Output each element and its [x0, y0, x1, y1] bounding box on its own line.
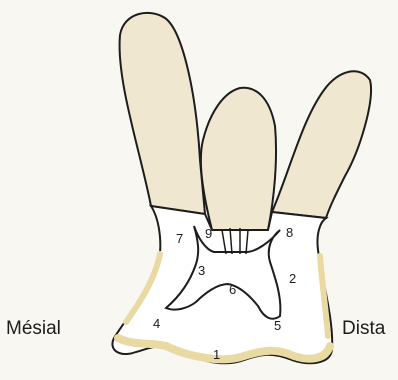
- number-7: 7: [176, 231, 183, 246]
- palatal-root: [201, 88, 276, 230]
- distobuccal-root: [272, 71, 371, 218]
- number-5: 5: [274, 318, 281, 333]
- number-2: 2: [289, 271, 296, 286]
- number-1: 1: [213, 347, 220, 362]
- number-8: 8: [286, 225, 293, 240]
- distal-label: Dista: [342, 318, 385, 340]
- number-4: 4: [153, 316, 160, 331]
- mesial-label: Mésial: [6, 318, 61, 340]
- number-3: 3: [198, 263, 205, 278]
- number-6: 6: [229, 282, 236, 297]
- mesiobuccal-root: [120, 13, 205, 214]
- number-9: 9: [205, 226, 212, 241]
